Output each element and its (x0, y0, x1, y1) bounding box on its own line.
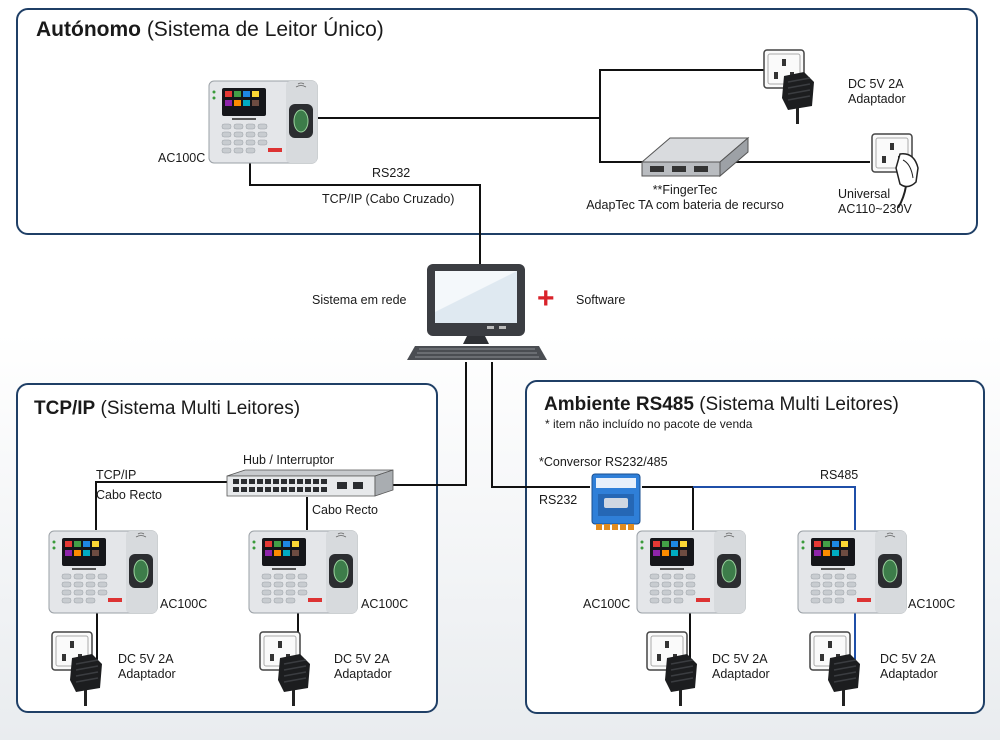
wire-to-universal (599, 118, 870, 163)
standalone-adapter-label: DC 5V 2A Adaptador (848, 77, 906, 107)
plus-symbol: + (537, 282, 555, 315)
adaptec-label-line1: **FingerTec (652, 183, 718, 197)
rs485-device1-label: AC100C (583, 597, 631, 611)
ac100c-reader-tcpip-1 (48, 530, 158, 614)
rs485-adapter1-line2: Adaptador (712, 667, 770, 681)
standalone-title-rest: (Sistema de Leitor Único) (140, 18, 384, 41)
tcpip-device2-label: AC100C (361, 597, 409, 611)
wire-rs485-bus (693, 486, 856, 530)
universal-line1: Universal (838, 187, 891, 201)
network-hub-switch (225, 468, 395, 500)
tcpip-adapter2-line2: Adaptador (334, 667, 392, 681)
computer-icon (405, 262, 547, 364)
rs485-adapter2-label: DC 5V 2A Adaptador (880, 652, 938, 682)
rs485-title: Ambiente RS485 (Sistema Multi Leitores) (544, 394, 899, 416)
standalone-device-label: AC100C (158, 151, 206, 165)
wire-hub-to-reader1 (95, 481, 227, 530)
rs485-device2-label: AC100C (908, 597, 956, 611)
power-socket-tcpip-1 (50, 630, 106, 706)
power-socket-rs485-1 (645, 630, 701, 706)
tcpip-adapter2-label: DC 5V 2A Adaptador (334, 652, 392, 682)
wire-to-adapter (318, 69, 765, 119)
rs485-note: * item não incluído no pacote de venda (545, 417, 753, 431)
tcpip-device1-label: AC100C (160, 597, 208, 611)
ac100c-reader-rs485-1 (636, 530, 746, 614)
power-socket-tcpip-2 (258, 630, 314, 706)
rs232-485-converter (588, 470, 644, 532)
straight-cable-left-label: Cabo Recto (96, 488, 163, 502)
wire-standalone-to-pc (249, 162, 481, 265)
rs485-title-rest: (Sistema Multi Leitores) (693, 394, 899, 415)
ac100c-reader-rs485-2 (797, 530, 907, 614)
rs232-cable-label: RS232 (539, 493, 578, 507)
rs485-adapter2-line1: DC 5V 2A (880, 652, 936, 666)
tcpip-crossed-cable-label: TCP/IP (Cabo Cruzado) (322, 192, 455, 206)
rs485-adapter1-line1: DC 5V 2A (712, 652, 768, 666)
tcpip-title: TCP/IP (Sistema Multi Leitores) (34, 398, 300, 420)
adaptec-label: **FingerTec AdapTec TA com bateria de re… (570, 183, 800, 213)
tcpip-adapter1-line1: DC 5V 2A (118, 652, 174, 666)
software-label: Software (576, 293, 626, 307)
rs485-adapter2-line2: Adaptador (880, 667, 938, 681)
standalone-title-bold: Autónomo (36, 18, 141, 41)
rs232-label: RS232 (372, 166, 411, 180)
wire-pc-to-converter (491, 362, 590, 488)
tcpip-adapter1-label: DC 5V 2A Adaptador (118, 652, 176, 682)
tcpip-title-bold: TCP/IP (34, 398, 96, 419)
universal-line2: AC110~230V (838, 202, 912, 216)
standalone-panel (16, 8, 978, 235)
tcpip-adapter1-line2: Adaptador (118, 667, 176, 681)
universal-label: Universal AC110~230V (838, 187, 912, 217)
power-socket-adapter (762, 48, 818, 124)
wire-pc-to-hub (393, 362, 467, 486)
ac100c-reader-tcpip-2 (248, 530, 358, 614)
standalone-title: Autónomo (Sistema de Leitor Único) (36, 18, 384, 42)
adaptec-label-line2: AdapTec TA com bateria de recurso (586, 198, 784, 212)
tcpip-adapter2-line1: DC 5V 2A (334, 652, 390, 666)
standalone-adapter-line1: DC 5V 2A (848, 77, 904, 91)
standalone-adapter-line2: Adaptador (848, 92, 906, 106)
wire-converter-to-reader3 (642, 486, 694, 530)
network-system-label: Sistema em rede (312, 293, 407, 307)
rs485-adapter1-label: DC 5V 2A Adaptador (712, 652, 770, 682)
hub-label: Hub / Interruptor (243, 453, 335, 467)
rs485-panel (525, 380, 985, 714)
power-socket-rs485-2 (808, 630, 864, 706)
converter-label: *Conversor RS232/485 (539, 455, 668, 469)
tcpip-cable-label: TCP/IP (96, 468, 137, 482)
ac100c-reader-standalone (208, 80, 318, 164)
rs485-cable-label: RS485 (820, 468, 859, 482)
straight-cable-right-label: Cabo Recto (312, 503, 379, 517)
adaptec-battery-unit (640, 132, 750, 180)
rs485-title-bold: Ambiente RS485 (544, 394, 694, 415)
tcpip-title-rest: (Sistema Multi Leitores) (95, 398, 301, 419)
